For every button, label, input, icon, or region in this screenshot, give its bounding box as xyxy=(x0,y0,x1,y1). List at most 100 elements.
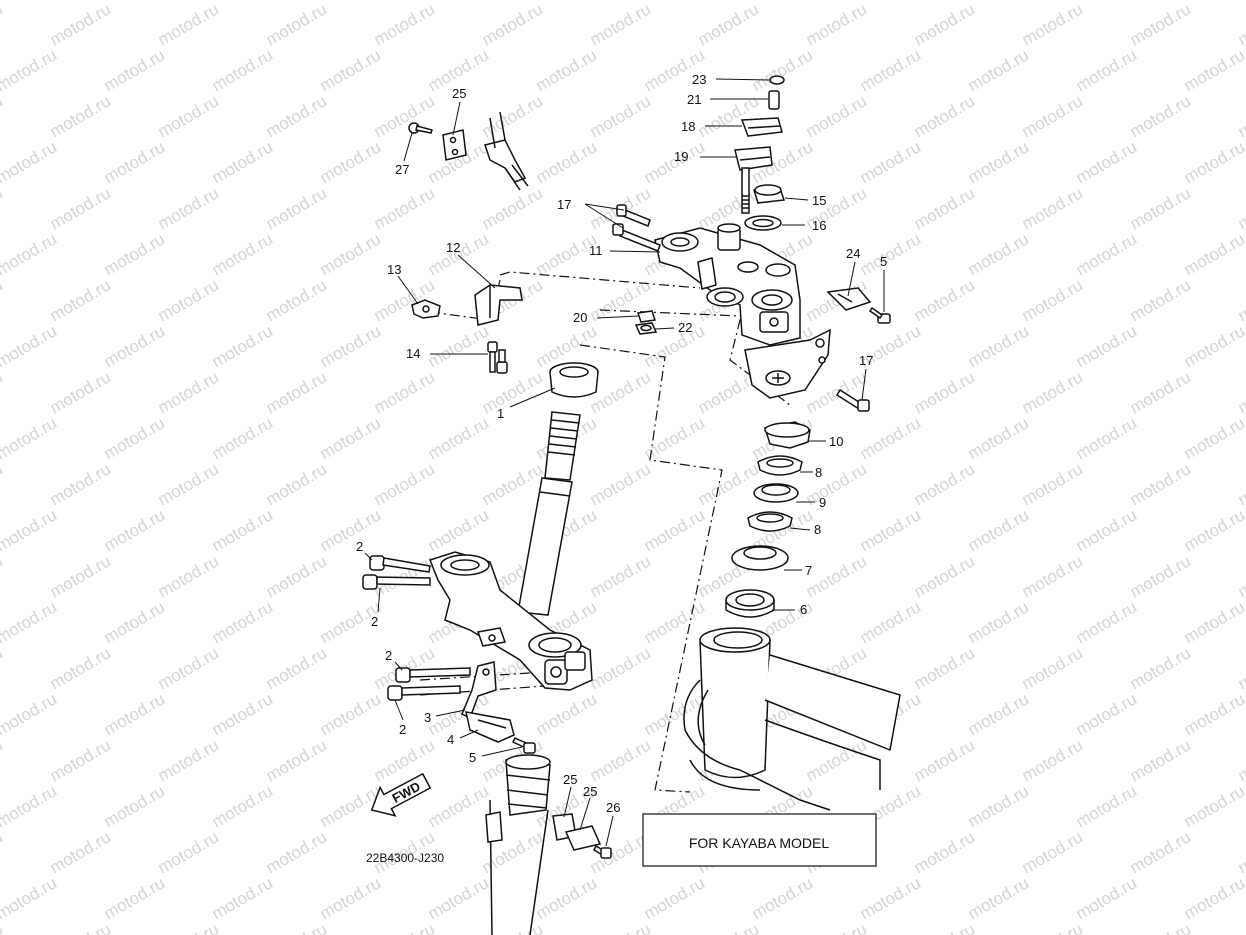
nut-and-washer xyxy=(744,184,786,231)
callout-24: 24 xyxy=(846,246,860,261)
watermark-text: motod.ru xyxy=(1127,643,1195,693)
watermark-text: motod.ru xyxy=(965,0,1033,3)
watermark-text: motod.ru xyxy=(1235,643,1246,693)
callout-2a: 2 xyxy=(356,539,363,554)
watermark-text: motod.ru xyxy=(749,0,817,3)
lower-bracket xyxy=(429,551,593,691)
callout-4: 4 xyxy=(447,732,454,747)
watermark-text: motod.ru xyxy=(641,505,709,555)
watermark-text: motod.ru xyxy=(263,367,331,417)
watermark-text: motod.ru xyxy=(479,183,547,233)
callout-8b: 8 xyxy=(814,522,821,537)
watermark-text: motod.ru xyxy=(1073,689,1141,739)
watermark-text: motod.ru xyxy=(533,45,601,95)
watermark-text: motod.ru xyxy=(1181,45,1246,95)
watermark-text: motod.ru xyxy=(587,643,655,693)
watermark-text: motod.ru xyxy=(0,229,60,279)
watermark-text: motod.ru xyxy=(533,873,601,923)
callout-21: 21 xyxy=(687,92,701,107)
watermark-text: motod.ru xyxy=(209,873,277,923)
watermark-text: motod.ru xyxy=(425,0,493,3)
callout-25b: 25 xyxy=(583,784,597,799)
diagram-code: 22B4300-J230 xyxy=(366,851,444,865)
note-box-text: FOR KAYABA MODEL xyxy=(689,835,830,851)
watermark-text: motod.ru xyxy=(965,321,1033,371)
watermark-text: motod.ru xyxy=(371,91,439,141)
watermark-text: motod.ru xyxy=(533,137,601,187)
watermark-text: motod.ru xyxy=(1235,91,1246,141)
watermark-text: motod.ru xyxy=(0,0,60,3)
callout-25a: 25 xyxy=(563,772,577,787)
watermark-text: motod.ru xyxy=(965,689,1033,739)
callout-18: 18 xyxy=(681,119,695,134)
watermark-text: motod.ru xyxy=(0,137,60,187)
watermark-text: motod.ru xyxy=(101,873,169,923)
watermark-text: motod.ru xyxy=(1181,505,1246,555)
watermark-text: motod.ru xyxy=(209,137,277,187)
watermark-text: motod.ru xyxy=(209,781,277,831)
watermark-text: motod.ru xyxy=(1181,321,1246,371)
callout-10: 10 xyxy=(829,434,843,449)
callout-9: 9 xyxy=(819,495,826,510)
callout-15: 15 xyxy=(812,193,826,208)
watermark-text: motod.ru xyxy=(317,321,385,371)
watermark-text: motod.ru xyxy=(1235,919,1246,935)
watermark-text: motod.ru xyxy=(1127,827,1195,877)
watermark-text: motod.ru xyxy=(371,459,439,509)
watermark-text: motod.ru xyxy=(155,183,223,233)
callout-2c: 2 xyxy=(385,648,392,663)
watermark-text: motod.ru xyxy=(911,643,979,693)
watermark-text: motod.ru xyxy=(1235,0,1246,49)
watermark-text: motod.ru xyxy=(1019,919,1087,935)
watermark-text: motod.ru xyxy=(857,0,925,3)
callout-17: 17 xyxy=(557,197,571,212)
watermark-text: motod.ru xyxy=(0,643,6,693)
watermark-text: motod.ru xyxy=(209,229,277,279)
watermark-text: motod.ru xyxy=(155,91,223,141)
watermark-text: motod.ru xyxy=(641,45,709,95)
callout-5b: 5 xyxy=(469,750,476,765)
fwd-label: FWD xyxy=(390,779,423,806)
watermark-text: motod.ru xyxy=(371,919,439,935)
watermark-text: motod.ru xyxy=(101,321,169,371)
watermark-text: motod.ru xyxy=(1235,275,1246,325)
callout-26: 26 xyxy=(606,800,620,815)
watermark-text: motod.ru xyxy=(47,459,115,509)
watermark-text: motod.ru xyxy=(47,551,115,601)
watermark-text: motod.ru xyxy=(803,551,871,601)
watermark-text: motod.ru xyxy=(1019,551,1087,601)
watermark-text: motod.ru xyxy=(317,45,385,95)
watermark-text: motod.ru xyxy=(209,689,277,739)
watermark-text: motod.ru xyxy=(263,0,331,49)
watermark-text: motod.ru xyxy=(0,689,60,739)
watermark-text: motod.ru xyxy=(641,873,709,923)
watermark-text: motod.ru xyxy=(209,505,277,555)
watermark-text: motod.ru xyxy=(263,551,331,601)
watermark-text: motod.ru xyxy=(47,183,115,233)
watermark-text: motod.ru xyxy=(0,827,6,877)
watermark-text: motod.ru xyxy=(803,0,871,49)
watermark-text: motod.ru xyxy=(317,229,385,279)
watermark-text: motod.ru xyxy=(0,551,6,601)
watermark-text: motod.ru xyxy=(1019,367,1087,417)
callout-12: 12 xyxy=(446,240,460,255)
watermark-text: motod.ru xyxy=(587,459,655,509)
callout-17b: 17 xyxy=(859,353,873,368)
watermark-text: motod.ru xyxy=(1127,0,1195,49)
watermark-text: motod.ru xyxy=(1073,229,1141,279)
watermark-text: motod.ru xyxy=(1127,459,1195,509)
watermark-text: motod.ru xyxy=(263,643,331,693)
watermark-text: motod.ru xyxy=(47,367,115,417)
watermark-text: motod.ru xyxy=(1181,781,1246,831)
watermark-text: motod.ru xyxy=(587,919,655,935)
watermark-text: motod.ru xyxy=(317,689,385,739)
callout-13: 13 xyxy=(387,262,401,277)
watermark-text: motod.ru xyxy=(155,367,223,417)
watermark-text: motod.ru xyxy=(101,505,169,555)
callout-11: 11 xyxy=(589,243,603,258)
watermark-text: motod.ru xyxy=(155,459,223,509)
watermark-text: motod.ru xyxy=(1235,551,1246,601)
watermark-text: motod.ru xyxy=(965,873,1033,923)
watermark-text: motod.ru xyxy=(911,735,979,785)
